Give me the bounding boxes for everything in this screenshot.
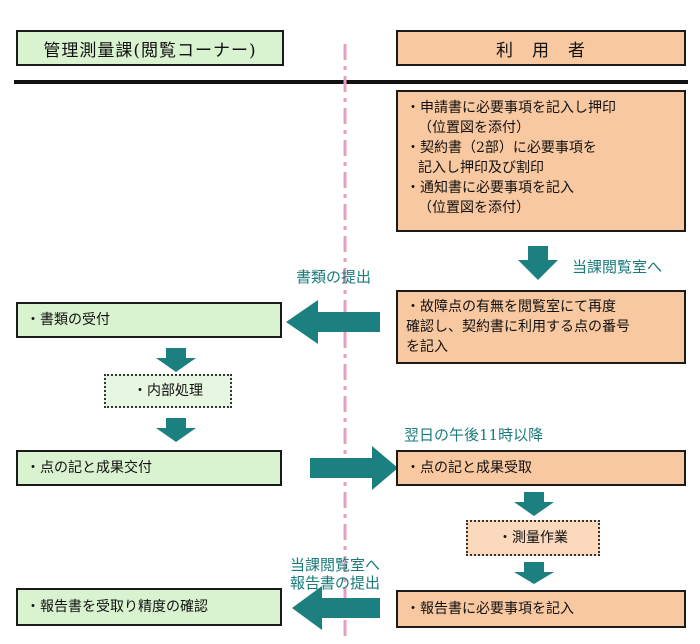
application-line-6: （位置図を添付） xyxy=(418,200,530,216)
step-accept-documents: ・書類の受付 xyxy=(16,302,282,338)
arrow-right-deliver xyxy=(310,446,398,490)
label-report-submit: 報告書の提出 xyxy=(290,574,381,592)
arrow-down-right-2 xyxy=(514,492,554,516)
header-right-label: 利 用 者 xyxy=(496,40,586,61)
application-line-1: ・申請書に必要事項を記入し押印 xyxy=(406,100,616,116)
application-line-3: ・契約書（2部）に必要事項を xyxy=(406,140,597,156)
report-label: ・報告書に必要事項を記入 xyxy=(406,601,574,617)
verify-label: ・報告書を受取り精度の確認 xyxy=(26,599,208,615)
header-management-survey-section: 管理測量課(閲覧コーナー) xyxy=(16,30,284,66)
receive-label: ・点の記と成果受取 xyxy=(406,460,532,476)
header-left-label: 管理測量課(閲覧コーナー) xyxy=(43,40,257,61)
application-line-5: ・通知書に必要事項を記入 xyxy=(406,180,574,196)
step-write-report: ・報告書に必要事項を記入 xyxy=(396,590,686,628)
accept-label: ・書類の受付 xyxy=(26,312,110,328)
step-application: ・申請書に必要事項を記入し押印 （位置図を添付） ・契約書（2部）に必要事項を … xyxy=(396,90,686,232)
arrow-down-left-1 xyxy=(156,348,196,372)
arrow-down-right-1 xyxy=(518,246,558,280)
label-to-room: 当課閲覧室へ xyxy=(572,258,663,276)
step-verify-report: ・報告書を受取り精度の確認 xyxy=(16,588,282,626)
step-deliver-results: ・点の記と成果交付 xyxy=(16,450,282,486)
step-internal-processing: ・内部処理 xyxy=(104,374,232,408)
header-rule xyxy=(14,80,688,84)
label-report-to-room: 当課閲覧室へ xyxy=(290,556,381,574)
arrow-down-left-2 xyxy=(156,418,196,442)
arrow-left-report xyxy=(292,586,380,630)
arrow-left-submit xyxy=(286,300,380,344)
step-survey-work: ・測量作業 xyxy=(466,520,600,556)
internal-label: ・内部処理 xyxy=(133,383,203,399)
survey-label: ・測量作業 xyxy=(498,530,568,546)
confirm-line-3: を記入 xyxy=(406,339,448,355)
step-confirm: ・故障点の有無を閲覧室にて再度 確認し、契約書に利用する点の番号 を記入 xyxy=(396,290,686,364)
label-next-day: 翌日の午後11時以降 xyxy=(404,426,544,444)
confirm-line-1: ・故障点の有無を閲覧室にて再度 xyxy=(406,299,616,315)
step-receive-results: ・点の記と成果受取 xyxy=(396,450,686,486)
confirm-line-2: 確認し、契約書に利用する点の番号 xyxy=(406,319,630,335)
arrow-down-right-3 xyxy=(514,562,554,584)
application-line-2: （位置図を添付） xyxy=(418,120,530,136)
label-submit-docs: 書類の提出 xyxy=(296,268,372,286)
application-line-4: 記入し押印及び割印 xyxy=(418,160,544,176)
header-user: 利 用 者 xyxy=(396,30,686,66)
deliver-label: ・点の記と成果交付 xyxy=(26,460,152,476)
